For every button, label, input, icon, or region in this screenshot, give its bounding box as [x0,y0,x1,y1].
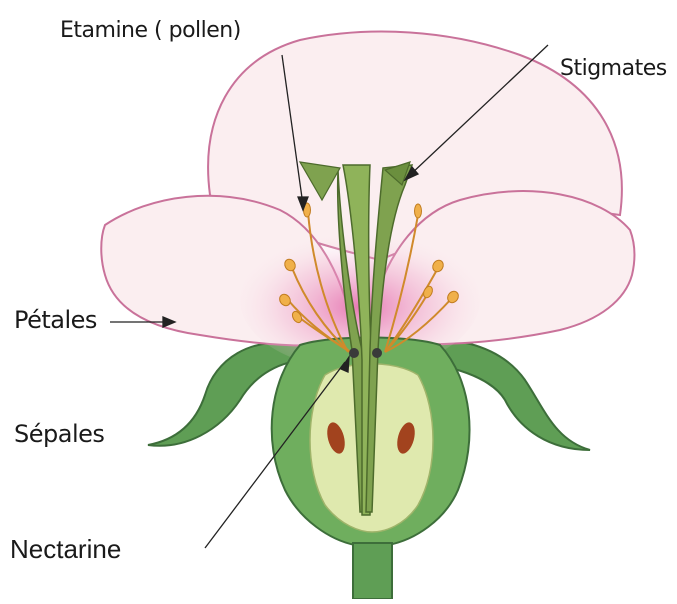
flower-stem [353,543,392,599]
petales-label: Pétales [14,306,97,334]
nectary-left [349,348,359,358]
sepales-label: Sépales [14,420,104,448]
anther [415,204,422,218]
stigmates-label: Stigmates [560,56,667,81]
nectary-right [372,348,382,358]
nectarine-label: Nectarine [10,534,121,565]
etamine-label: Etamine ( pollen) [60,18,241,43]
